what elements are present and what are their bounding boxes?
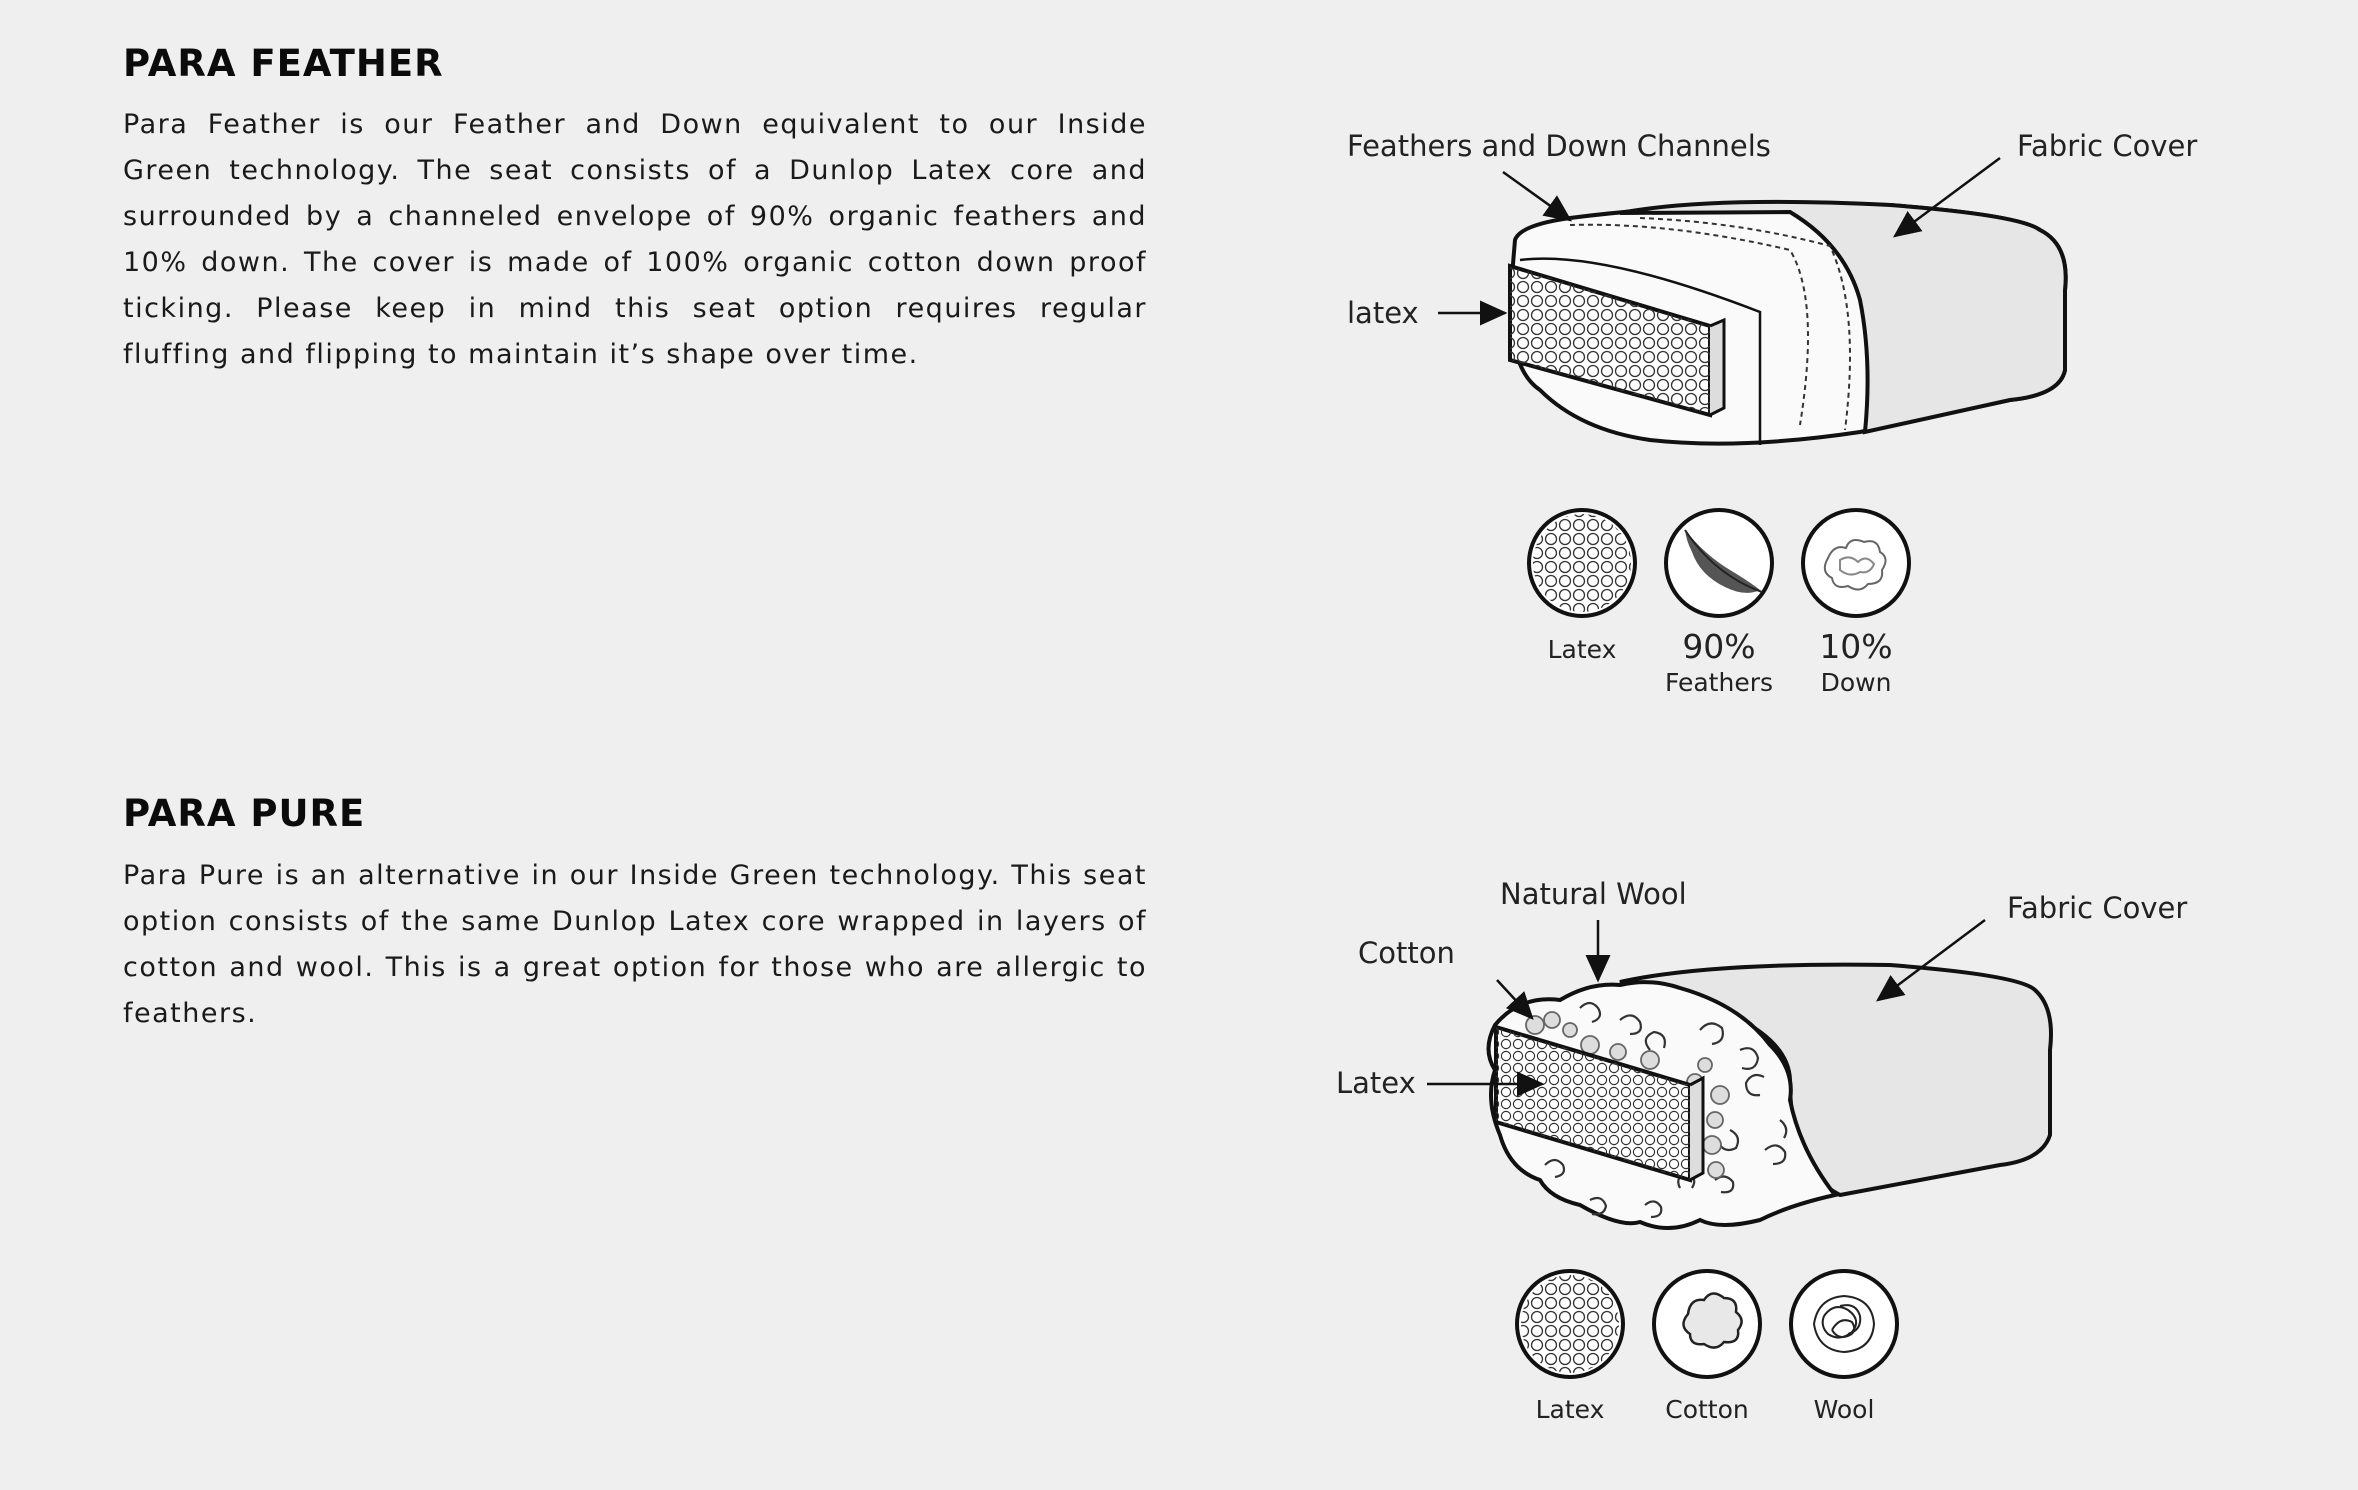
material-percent: 10% (1819, 627, 1893, 666)
cotton-icon (1652, 1269, 1762, 1379)
label-latex: latex (1347, 296, 1419, 330)
material-name: Feathers (1664, 668, 1774, 697)
label-cotton: Cotton (1358, 936, 1455, 970)
material-name: Down (1820, 668, 1892, 697)
section-title: PARA FEATHER (123, 42, 444, 85)
section-description: Para Feather is our Feather and Down equ… (123, 109, 1147, 370)
material-name: Wool (1813, 1395, 1875, 1424)
label-fabric-cover: Fabric Cover (2017, 129, 2198, 163)
label-natural-wool: Natural Wool (1500, 877, 1687, 911)
material-name: Latex (1547, 635, 1617, 664)
para-feather-section: PARA FEATHER Para Feather is our Feather… (0, 0, 2358, 740)
para-pure-section: PARA PURE Para Pure is an alternative in… (0, 750, 2358, 1470)
section-description: Para Pure is an alternative in our Insid… (123, 860, 1147, 1029)
latex-icon (1515, 1269, 1625, 1379)
section-title: PARA PURE (123, 792, 366, 835)
down-icon (1801, 508, 1911, 618)
material-name: Cotton (1665, 1395, 1749, 1424)
label-latex: Latex (1336, 1066, 1416, 1100)
para-pure-diagram: Natural Wool Fabric Cover Cotton Latex L… (1320, 750, 2220, 1490)
feather-icon (1664, 508, 1774, 618)
latex-icon (1527, 508, 1637, 618)
wool-icon (1789, 1269, 1899, 1379)
material-percent: 90% (1682, 627, 1756, 666)
cushion-illustration (1427, 918, 2053, 1379)
material-name: Latex (1535, 1395, 1605, 1424)
para-feather-diagram: Feathers and Down Channels Fabric Cover … (1320, 0, 2220, 740)
label-channels: Feathers and Down Channels (1347, 129, 1771, 163)
cushion-illustration (1438, 156, 2068, 618)
label-fabric-cover: Fabric Cover (2007, 891, 2188, 925)
